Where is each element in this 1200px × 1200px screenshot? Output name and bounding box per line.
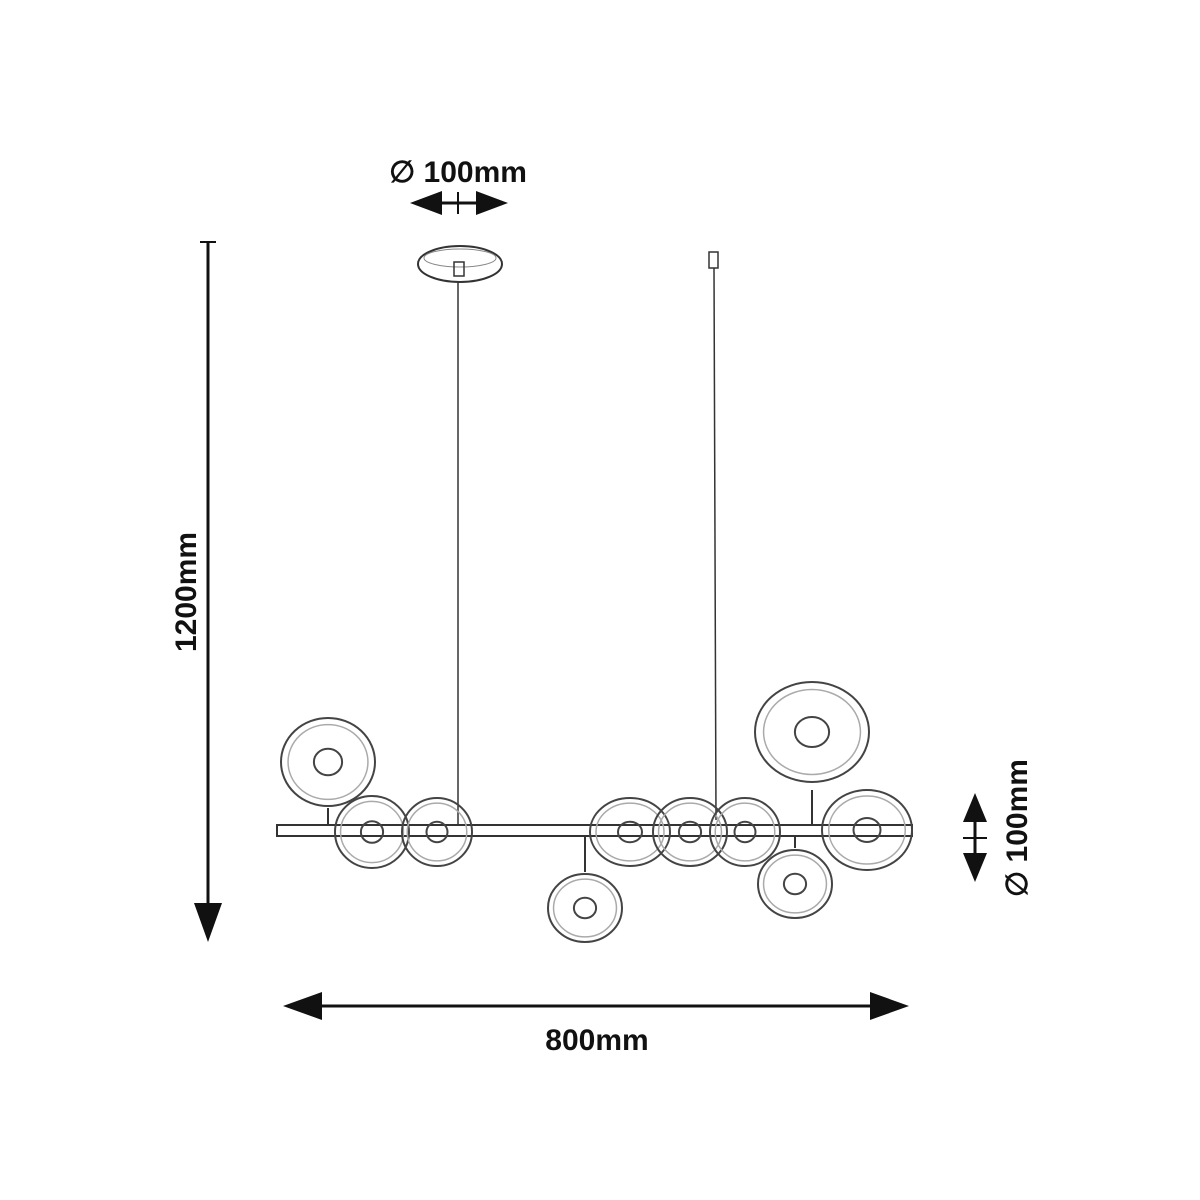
glass-globe <box>821 789 913 871</box>
glass-globe <box>754 681 870 783</box>
globe-stems <box>327 790 813 872</box>
canopy-dimension: ∅ 100mm <box>389 156 527 215</box>
glass-globe <box>709 797 781 867</box>
arrow-right-icon <box>476 191 508 215</box>
height-label: 1200mm <box>170 532 203 652</box>
cable-clip <box>708 251 719 269</box>
width-label: 800mm <box>545 1024 648 1057</box>
glass-globe <box>280 717 376 807</box>
arrow-down-icon <box>194 903 222 942</box>
arrow-left-icon <box>410 191 442 215</box>
globe-dimension: ∅ 100mm <box>963 759 1034 897</box>
width-dimension: 800mm <box>283 992 909 1057</box>
arrow-left-icon <box>283 992 322 1020</box>
cable-right <box>713 267 717 821</box>
glass-globe <box>652 797 728 867</box>
arrow-down-icon <box>963 853 987 882</box>
globe-diameter-label: ∅ 100mm <box>1001 759 1034 897</box>
glass-globe <box>334 795 410 869</box>
height-dimension: 1200mm <box>170 241 222 942</box>
canopy <box>417 245 503 283</box>
arrow-up-icon <box>963 793 987 822</box>
globes <box>280 681 913 943</box>
glass-globe <box>547 873 623 943</box>
glass-globe <box>401 797 473 867</box>
canopy-diameter-label: ∅ 100mm <box>389 156 527 189</box>
lamp-bar <box>276 824 913 837</box>
glass-globe <box>589 797 671 867</box>
glass-globe <box>757 849 833 919</box>
arrow-right-icon <box>870 992 909 1020</box>
